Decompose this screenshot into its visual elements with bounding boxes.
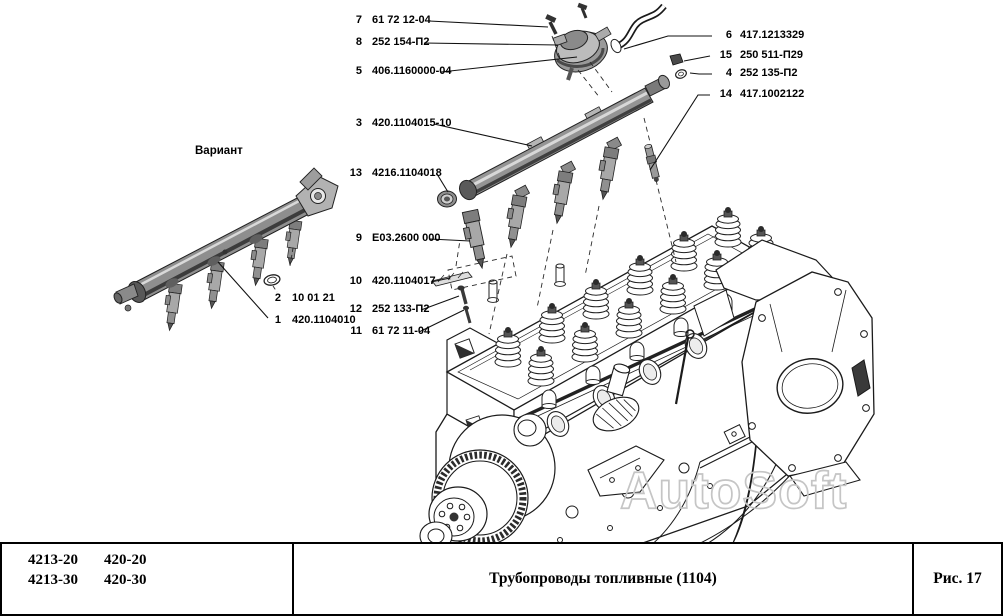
callout-12: 12 252 133-П2 [342,303,430,315]
callout-15-number: 15 [719,49,732,61]
model-codes-row-1: 4213-20 420-20 [28,550,292,570]
nozzle-14 [644,144,660,182]
variant-label: Вариант [195,145,243,157]
model-code: 420-20 [104,552,147,568]
fuel-rail-assembly-drawing [431,2,687,335]
callout-5-code: 406.1160000-04 [372,65,452,77]
callout-5-number: 5 [355,65,362,77]
callout-15: 15 250 511-П29 [712,49,803,61]
callout-2-number: 2 [274,292,281,304]
callout-11-code: 61 72 11-04 [372,325,431,337]
callout-11-number: 11 [350,325,362,337]
callout-13: 13 4216.1104018 [342,167,442,179]
callout-9: 9 E03.2600 000 [342,232,441,244]
callout-1: 1 420.1104010 [272,314,356,326]
callout-11: 11 61 72 11-04 [342,325,430,337]
crank-pulley-drawing [419,413,556,551]
callout-14-number: 14 [719,88,732,100]
watermark: AutoSoft [620,462,847,520]
callout-8-code: 252 154-П2 [372,36,430,48]
callout-10: 10 420.1104017 [342,275,436,287]
callout-9-number: 9 [355,232,362,244]
callout-8-number: 8 [355,36,362,48]
callout-6-code: 417.1213329 [740,29,805,41]
leader-lines [217,20,712,333]
model-code: 420-30 [104,572,147,588]
callout-2: 2 10 01 21 [272,292,335,304]
callout-7: 7 61 72 12-04 [342,14,431,26]
callout-1-code: 420.1104010 [292,314,356,326]
model-codes-cell: 4213-20 420-20 4213-30 420-30 [2,544,294,614]
callout-13-number: 13 [349,167,362,179]
callout-10-number: 10 [349,275,362,287]
footer-table: 4213-20 420-20 4213-30 420-30 Трубопроводы… [0,542,1003,616]
pressure-regulator-drawing [552,26,612,81]
figure-number: Рис. 17 [933,570,982,587]
callout-8: 8 252 154-П2 [342,36,430,48]
callout-2-code: 10 01 21 [292,292,335,304]
callout-14-code: 417.1002122 [740,88,805,100]
callout-7-number: 7 [355,14,362,26]
callout-7-code: 61 72 12-04 [372,14,431,26]
variant-rail-drawing [113,167,339,332]
callout-4: 4 252 135-П2 [712,67,798,79]
callout-1-number: 1 [274,314,281,326]
callout-14: 14 417.1002122 [712,88,804,100]
model-codes-row-2: 4213-30 420-30 [28,570,292,590]
callout-4-number: 4 [725,67,732,79]
callout-6-number: 6 [725,29,732,41]
callout-5: 5 406.1160000-04 [342,65,452,77]
callout-3-code: 420.1104015-10 [372,117,452,129]
callout-3-number: 3 [355,117,362,129]
callout-13-code: 4216.1104018 [372,167,442,179]
model-code: 4213-30 [28,572,78,588]
flywheel-housing-drawing [715,239,875,497]
callout-15-code: 250 511-П29 [740,49,803,61]
sealing-ring-13 [437,190,457,208]
figure-title: Трубопроводы топливные (1104) [294,544,914,614]
callout-3: 3 420.1104015-10 [342,117,452,129]
callout-10-code: 420.1104017 [372,275,436,287]
callout-9-code: E03.2600 000 [372,232,441,244]
callout-6: 6 417.1213329 [712,29,804,41]
callout-12-code: 252 133-П2 [372,303,430,315]
callout-12-number: 12 [349,303,362,315]
callout-4-code: 252 135-П2 [740,67,798,79]
model-code: 4213-20 [28,552,78,568]
